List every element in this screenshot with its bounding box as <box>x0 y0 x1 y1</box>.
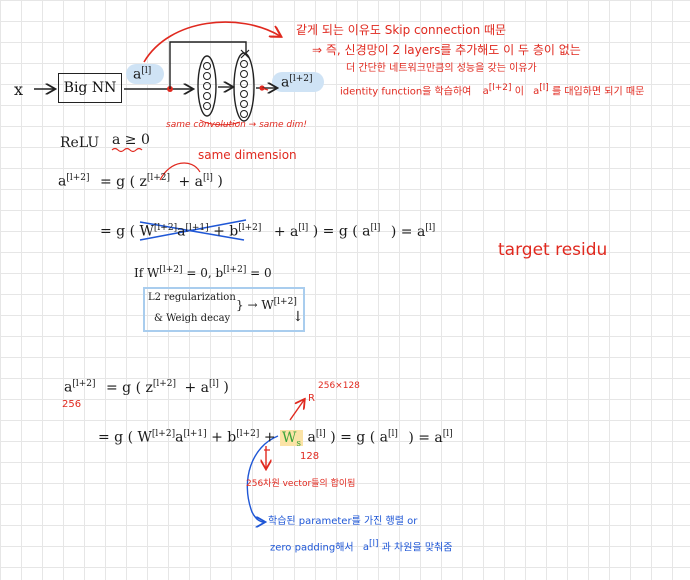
eq3: a[l+2] = g ( z[l+2] + a[l] ) <box>64 379 229 396</box>
target-residu-note: target residu <box>498 240 608 260</box>
l2-regularization-box <box>143 287 305 332</box>
crossout-2 <box>139 219 247 241</box>
if-condition: If W[l+2] = 0, b[l+2] = 0 <box>134 265 272 280</box>
a-l2-highlight <box>272 72 324 92</box>
same-conv-note: same convolution → same dim! <box>166 120 308 130</box>
l2-arrow: } → W[l+2] <box>236 297 297 312</box>
eq4: = g ( W[l+2]a[l+1] + b[l+2] + Ws a[l] ) … <box>98 429 453 449</box>
dim-256x128-label: 256×128 <box>318 381 360 391</box>
big-nn-box: Big NN <box>58 73 122 103</box>
vector-sum-note: 256차원 vector들의 합이됨 <box>246 479 356 489</box>
r-label: R <box>308 393 315 404</box>
l2-down-arrow: ↓ <box>292 309 304 325</box>
dim-256-label: 256 <box>62 399 82 410</box>
relu-label: ReLU <box>60 135 100 151</box>
skip-connection-line <box>169 41 247 89</box>
dim-128-label: 128 <box>300 451 320 462</box>
blue-note-line-2: zero padding해서 a[l] 과 차원을 맞춰줌 <box>270 539 453 554</box>
l2-line-1: L2 regularization <box>148 292 236 303</box>
l2-line-2: & Weigh decay <box>154 313 231 324</box>
red-skip-arc <box>143 21 280 63</box>
a-l2-label: a[l+2] <box>281 74 313 91</box>
blue-curved-arrow <box>246 435 279 522</box>
input-x: x <box>14 80 24 99</box>
eq2: = g ( W[l+2]a[l+1] + b[l+2] + a[l] ) = g… <box>100 223 436 240</box>
ws-up-arrow <box>289 400 304 421</box>
annotation-line-3: 더 간단한 네트워크만큼의 성능을 갖는 이유가 <box>346 63 537 74</box>
same-dimension-note: same dimension <box>198 148 297 162</box>
annotation-line-2: ⇒ 즉, 신경망이 2 layers를 추가해도 이 두 층이 없는 <box>312 43 581 57</box>
a-l-highlight <box>126 64 164 84</box>
ws-term: Ws <box>280 429 304 449</box>
annotation-line-1: 같게 되는 이유도 Skip connection 때문 <box>296 23 507 37</box>
layer1-ellipse <box>197 55 217 117</box>
a-l-label: a[l] <box>133 66 152 83</box>
relu-condition: a ≥ 0 <box>112 132 150 148</box>
annotation-line-4: identity function을 학습하여 a[l+2] 이 a[l] 를 … <box>340 83 645 98</box>
eq1: a[l+2] = g ( z[l+2] + a[l] ) <box>58 173 223 190</box>
blue-note-line-1: 학습된 parameter를 가진 행렬 or <box>268 516 418 527</box>
relu-squiggle <box>111 147 143 153</box>
